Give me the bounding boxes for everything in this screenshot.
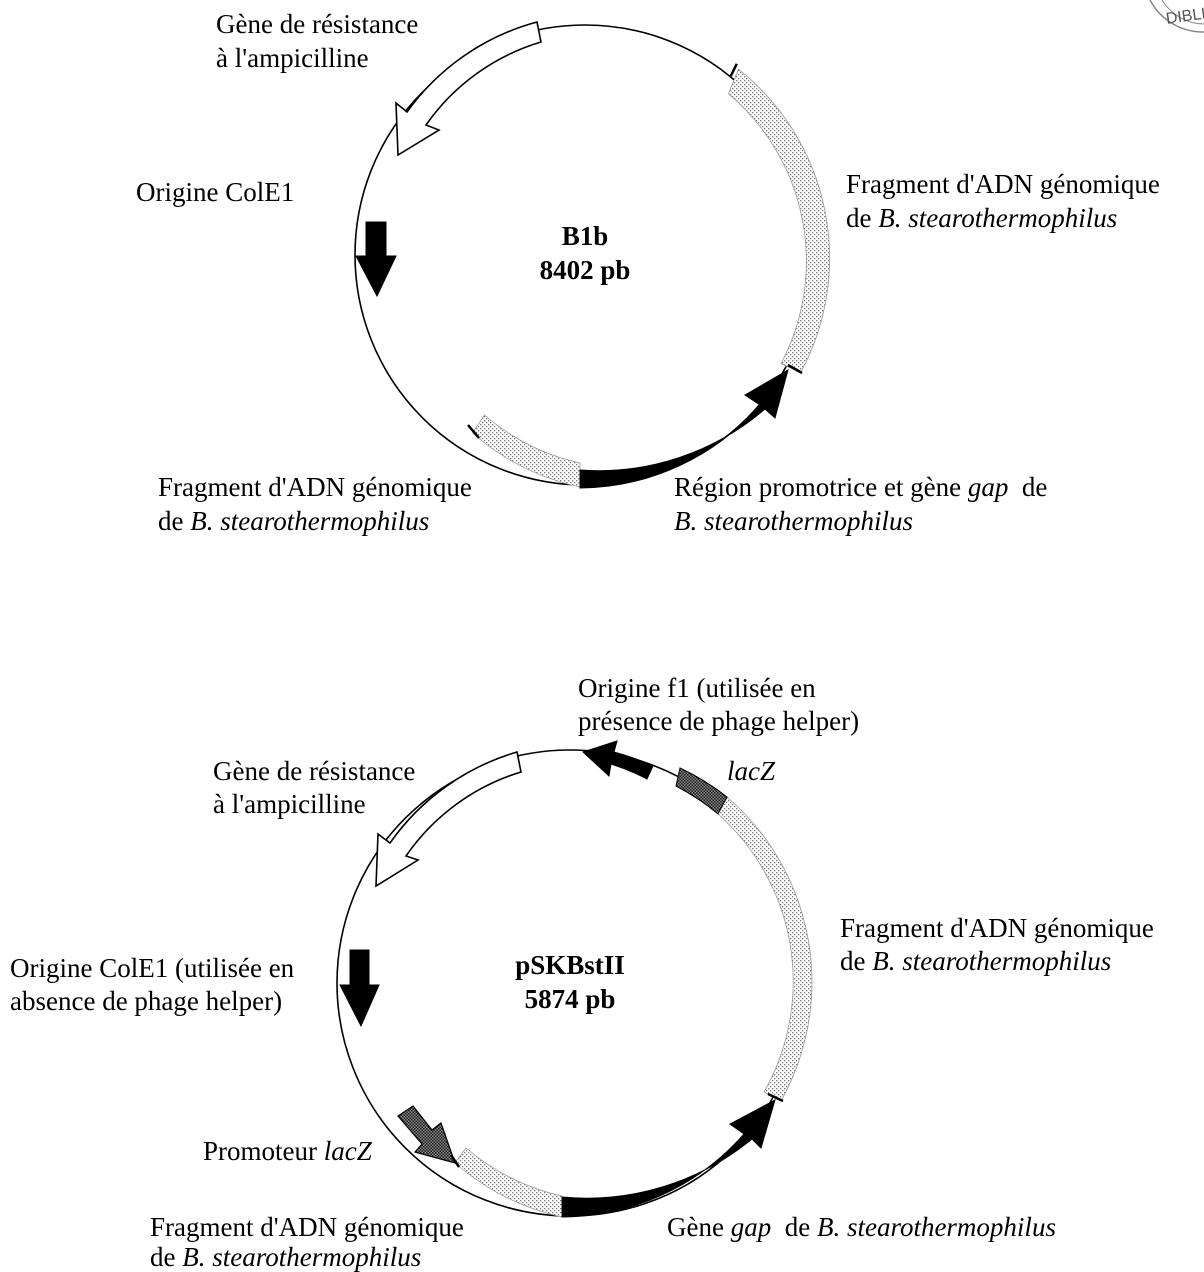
pskbstii-right-fragment-label-line2: de B. stearothermophilus: [840, 946, 1111, 976]
b1b-gap-label-gene: gap: [968, 472, 1009, 502]
pskbstii-fragment-boundary-right: [767, 1092, 784, 1103]
pskbstii-f1-origin-arrow: [582, 740, 654, 780]
b1b-gap-gene-arrow: [579, 368, 789, 489]
pskbstii-ori-label-line2: absence de phage helper): [10, 986, 282, 1016]
b1b-cole1-origin-arrow: [355, 221, 397, 298]
pskbstii-gap-label-species: B. stearothermophilus: [817, 1212, 1056, 1242]
pskbstii-plasmid-name: pSKBstII: [515, 950, 625, 980]
stamp-text: DIBLI: [1165, 5, 1204, 27]
pskbstii-promoter-label: Promoteur lacZ: [203, 1136, 373, 1166]
b1b-bottom-genomic-fragment: [471, 414, 581, 488]
b1b-gap-label-de: de: [1008, 472, 1047, 502]
pskbstii-promoter-text: Promoteur: [203, 1136, 324, 1166]
pskbstii-right-fragment-label-line1: Fragment d'ADN génomique: [840, 913, 1154, 943]
pskbstii-lacz-label: lacZ: [727, 756, 776, 786]
b1b-gap-label-line2: B. stearothermophilus: [674, 506, 913, 536]
b1b-ori-label: Origine ColE1: [136, 177, 294, 207]
pskbstii-amp-label-line2: à l'ampicilline: [213, 789, 366, 819]
b1b-right-fragment-de: de: [846, 203, 878, 233]
pskbstii-f1-label-line1: Origine f1 (utilisée en: [578, 673, 816, 703]
pskbstii-ori-label-line1: Origine ColE1 (utilisée en: [10, 953, 295, 983]
b1b-plasmid-size: 8402 pb: [540, 255, 631, 285]
b1b-bottom-fragment-label-line1: Fragment d'ADN génomique: [158, 472, 472, 502]
pskbstii-bottom-fragment-de: de: [150, 1242, 182, 1272]
pskbstii-lacz-promoter-arrow: [397, 1105, 456, 1164]
pskbstii-gap-label-text: Gène: [667, 1212, 731, 1242]
pskbstii-gap-label-gene: gap: [731, 1212, 772, 1242]
pskbstii-amp-resistance-arrow: [375, 750, 522, 888]
pskbstii-promoter-gene: lacZ: [324, 1136, 373, 1166]
pskbstii-cole1-origin-arrow: [339, 949, 380, 1028]
b1b-bottom-fragment-species: B. stearothermophilus: [190, 506, 429, 536]
pskbstii-gap-gene-arrow: [561, 1099, 776, 1218]
pskbstii-amp-label-line1: Gène de résistance: [213, 756, 415, 786]
b1b-fragment-boundary-left: [467, 424, 480, 439]
b1b-amp-label-line2: à l'ampicilline: [216, 43, 369, 73]
pskbstii-right-fragment-species: B. stearothermophilus: [872, 946, 1111, 976]
b1b-amp-label-line1: Gène de résistance: [216, 9, 418, 39]
b1b-bottom-fragment-de: de: [158, 506, 190, 536]
b1b-fragment-boundary-top: [729, 63, 738, 77]
b1b-bottom-fragment-label-line2: de B. stearothermophilus: [158, 506, 429, 536]
b1b-gap-label-text: Région promotrice et gène: [674, 472, 968, 502]
pskbstii-plasmid-size: 5874 pb: [525, 984, 616, 1014]
pskbstii-fragment-boundary-left: [449, 1154, 461, 1168]
b1b-fragment-boundary-right: [787, 363, 803, 375]
pskbstii-bottom-fragment-label-line1: Fragment d'ADN génomique: [150, 1212, 464, 1242]
pskbstii-right-genomic-fragment: [717, 796, 813, 1102]
pskbstii-bottom-fragment-species: B. stearothermophilus: [182, 1242, 421, 1272]
pskbstii-lacz-block: [675, 767, 728, 815]
pskbstii-gap-label: Gène gap de B. stearothermophilus: [667, 1212, 1056, 1242]
pskbstii-right-fragment-de: de: [840, 946, 872, 976]
stamp-fragment: DIBLI: [1149, 0, 1204, 33]
plasmid-b1b: B1b 8402 pb Gène de résistance à l'ampic…: [136, 9, 1160, 536]
pskbstii-gap-label-de: de: [771, 1212, 817, 1242]
b1b-amp-resistance-arrow: [395, 21, 542, 157]
pskbstii-bottom-fragment-label-line2: de B. stearothermophilus: [150, 1242, 421, 1272]
b1b-right-genomic-fragment: [728, 68, 830, 374]
b1b-right-fragment-label-line2: de B. stearothermophilus: [846, 203, 1117, 233]
b1b-gap-label-line1: Région promotrice et gène gap de: [674, 472, 1047, 502]
b1b-right-fragment-label-line1: Fragment d'ADN génomique: [846, 169, 1160, 199]
pskbstii-f1-label-line2: présence de phage helper): [578, 706, 859, 736]
b1b-right-fragment-species: B. stearothermophilus: [878, 203, 1117, 233]
plasmid-pskbstii: pSKBstII 5874 pb Origine f1 (utilisée en…: [10, 673, 1154, 1272]
b1b-plasmid-name: B1b: [562, 221, 609, 251]
pskbstii-bottom-genomic-fragment: [454, 1147, 563, 1218]
